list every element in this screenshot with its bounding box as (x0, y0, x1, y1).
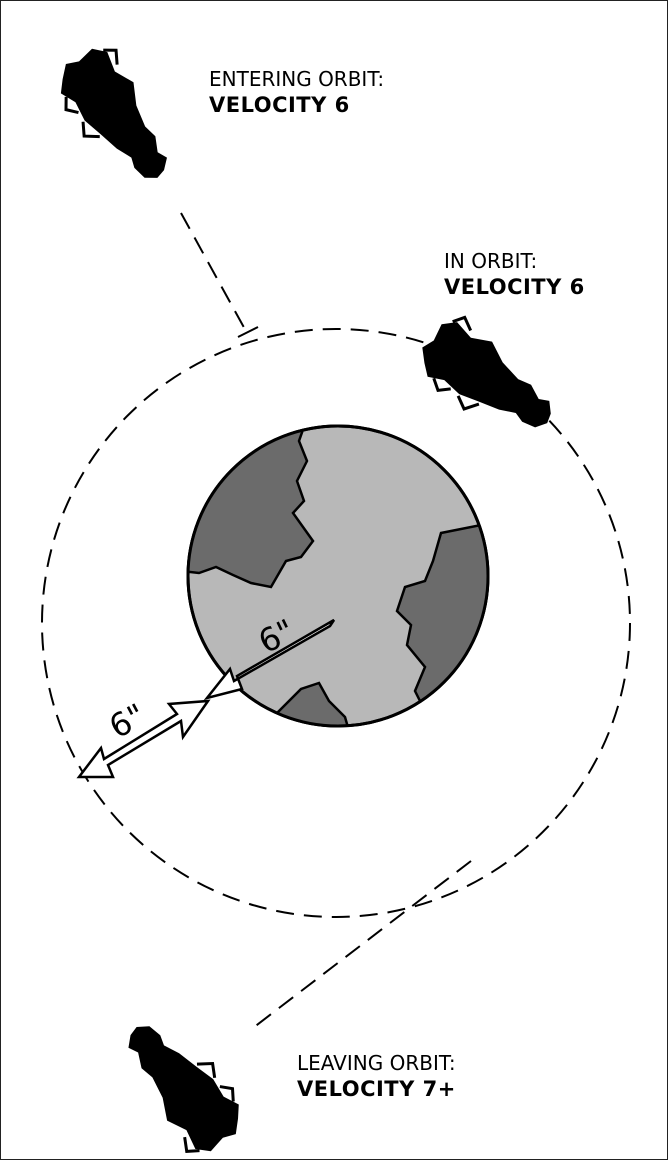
entering-orbit-velocity: VELOCITY 6 (209, 93, 350, 117)
in-orbit-label: IN ORBIT: VELOCITY 6 (444, 249, 585, 300)
leaving-orbit-title: LEAVING ORBIT: (297, 1051, 456, 1075)
entering-orbit-label: ENTERING ORBIT: VELOCITY 6 (209, 67, 384, 118)
leaving-orbit-velocity: VELOCITY 7+ (297, 1077, 456, 1101)
planet-radius-arrow (203, 618, 342, 701)
orbit-path (41, 328, 631, 918)
ship-leaving-icon (128, 1026, 239, 1153)
leaving-orbit-label: LEAVING ORBIT: VELOCITY 7+ (297, 1051, 456, 1102)
approach-tangent-tick (237, 326, 259, 338)
planet (186, 424, 490, 728)
approach-path (180, 212, 248, 334)
ship-entering-icon (60, 48, 167, 178)
in-orbit-title: IN ORBIT: (444, 249, 538, 273)
entering-orbit-title: ENTERING ORBIT: (209, 67, 385, 91)
departure-path (248, 860, 472, 1032)
in-orbit-velocity: VELOCITY 6 (444, 275, 585, 299)
orbit-gap-arrow (76, 699, 211, 779)
ship-in-orbit-icon (422, 315, 551, 428)
